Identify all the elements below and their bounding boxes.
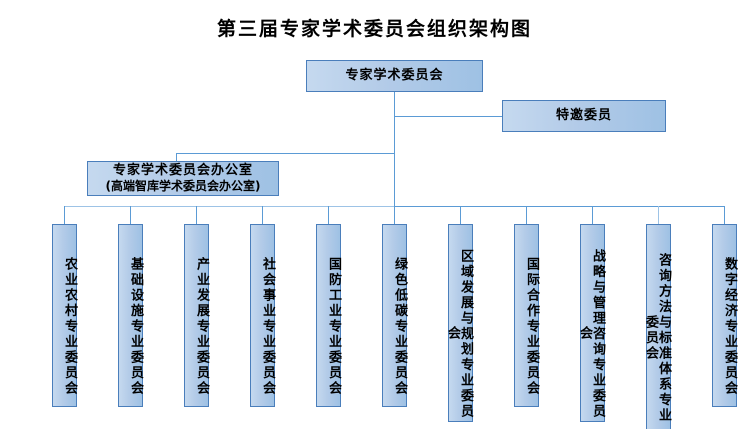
node-committee-defense-industry[interactable]: 国防工业专业委员会 <box>316 224 341 407</box>
connector-drop-9 <box>592 206 593 224</box>
node-committee-consulting-methods-standards[interactable]: 咨询方法与标准体系专业委员会 <box>643 224 671 429</box>
node-committee-regional-development-planning[interactable]: 区域发展与规划专业委员会 <box>445 224 473 422</box>
node-committee-strategy-management-consulting[interactable]: 战略与管理咨询专业委员会 <box>577 224 605 422</box>
node-committee-digital-economy[interactable]: 数字经济专业委员会 <box>712 224 737 407</box>
connector-bus-left <box>64 206 394 207</box>
connector-drop-10 <box>658 206 659 224</box>
node-committee-infrastructure[interactable]: 基础设施专业委员会 <box>118 224 143 407</box>
node-special-invited-members[interactable]: 特邀委员 <box>502 100 666 132</box>
connector-drop-8 <box>526 206 527 224</box>
node-committee-agriculture-rural[interactable]: 农业农村专业委员会 <box>52 224 77 407</box>
office-label-line2: (高端智库学术委员会办公室) <box>105 179 261 194</box>
node-committee-office[interactable]: 专家学术委员会办公室 (高端智库学术委员会办公室) <box>87 161 279 196</box>
connector-root-to-advisory <box>394 116 502 117</box>
connector-drop-7 <box>460 206 461 224</box>
connector-drop-11 <box>724 206 725 224</box>
node-committee-industrial-development[interactable]: 产业发展专业委员会 <box>184 224 209 407</box>
connector-drop-5 <box>328 206 329 224</box>
page-title: 第三届专家学术委员会组织架构图 <box>216 18 532 40</box>
connector-root-stem <box>394 92 395 206</box>
connector-bus-right <box>394 206 725 207</box>
node-committee-social-affairs[interactable]: 社会事业专业委员会 <box>250 224 275 407</box>
connector-drop-6 <box>394 206 395 224</box>
node-root-committee[interactable]: 专家学术委员会 <box>306 60 483 92</box>
connector-drop-3 <box>196 206 197 224</box>
connector-drop-1 <box>64 206 65 224</box>
office-label-line1: 专家学术委员会办公室 <box>112 162 253 178</box>
connector-drop-4 <box>262 206 263 224</box>
node-committee-green-low-carbon[interactable]: 绿色低碳专业委员会 <box>382 224 407 407</box>
connector-root-to-office-horizontal <box>176 153 395 154</box>
node-committee-international-cooperation[interactable]: 国际合作专业委员会 <box>514 224 539 407</box>
connector-drop-2 <box>130 206 131 224</box>
connector-office-drop <box>176 153 177 162</box>
